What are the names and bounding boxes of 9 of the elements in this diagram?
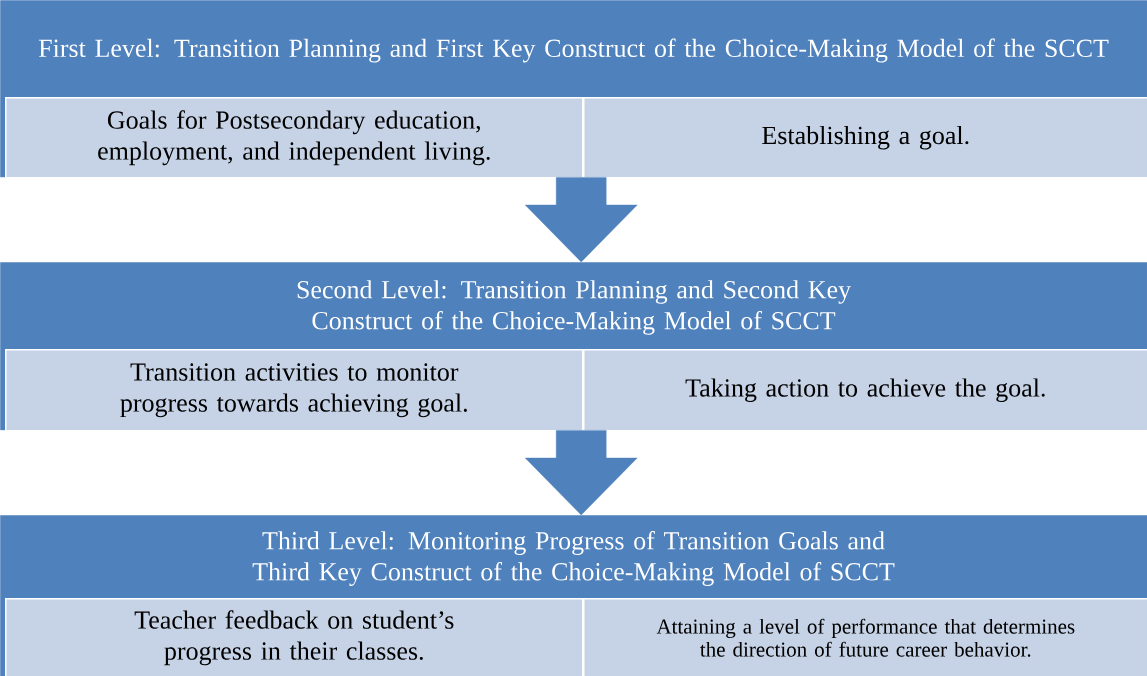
node-label: Teacher feedback on student’s progress in their classes. <box>134 610 454 666</box>
text-cell: Goals for Postsecondary education, employment, and independent living. <box>5 97 584 179</box>
down-arrow <box>525 430 638 516</box>
text-cell: Establishing a goal. <box>583 97 1147 179</box>
text-cell: Teacher feedback on student’s progress in their classes. <box>5 598 584 676</box>
down-arrow <box>525 177 638 263</box>
text-cell: Taking action to achieve the goal. <box>583 349 1147 432</box>
text-cell: Transition activities to monitor progress towards achieving goal. <box>5 349 584 432</box>
text-cell: Attaining a level of performance that determines the direction of future career behavior. <box>583 598 1147 676</box>
